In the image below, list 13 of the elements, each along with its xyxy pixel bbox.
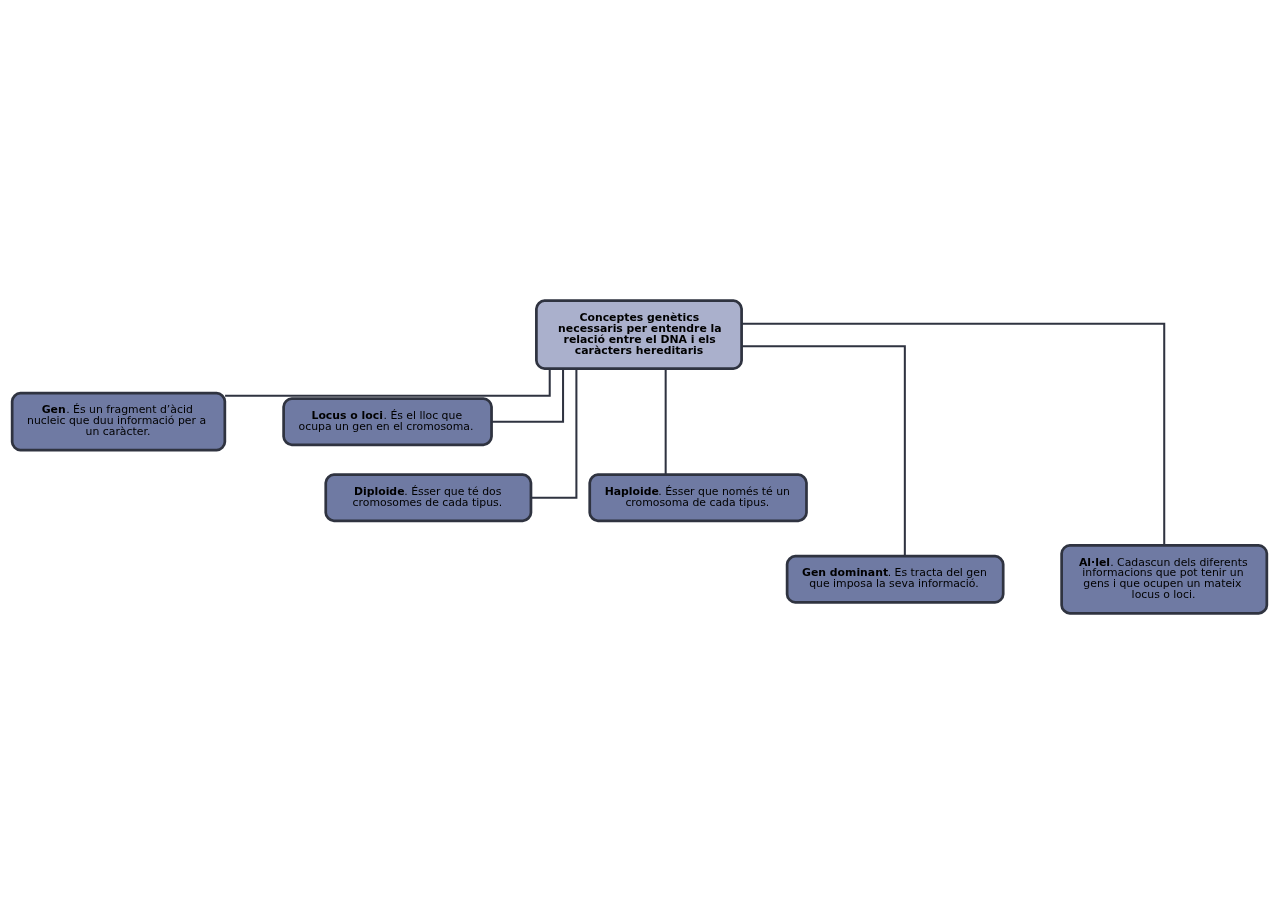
node-box: Al·lel. Cadascun dels diferents informacions que pot tenir un gens i que ocupen un mateix locus o loci. [1060,543,1269,615]
connector [530,368,578,499]
connector [741,344,906,556]
connector [225,368,551,397]
connector [741,322,1166,545]
node-box: Conceptes genètics necessaris per entendre la relació entre el DNA i els caràcters hereditaris [535,298,743,370]
node-box: Gen. És un fragment d’àcid nucleic que duu informació per a un caràcter. [10,391,227,452]
node-box: Diploide. Ésser que té dos cromosomes de cada tipus. [324,472,533,522]
connector [664,368,667,475]
node-box: Locus o loci. És el lloc que ocupa un gen en el cromosoma. [282,396,493,446]
connector [491,368,565,423]
node-box: Haploide. Ésser que només té un cromosoma de cada tipus. [588,472,808,522]
node-box: Gen dominant. Es tracta del gen que imposa la seva informació. [785,554,1005,604]
